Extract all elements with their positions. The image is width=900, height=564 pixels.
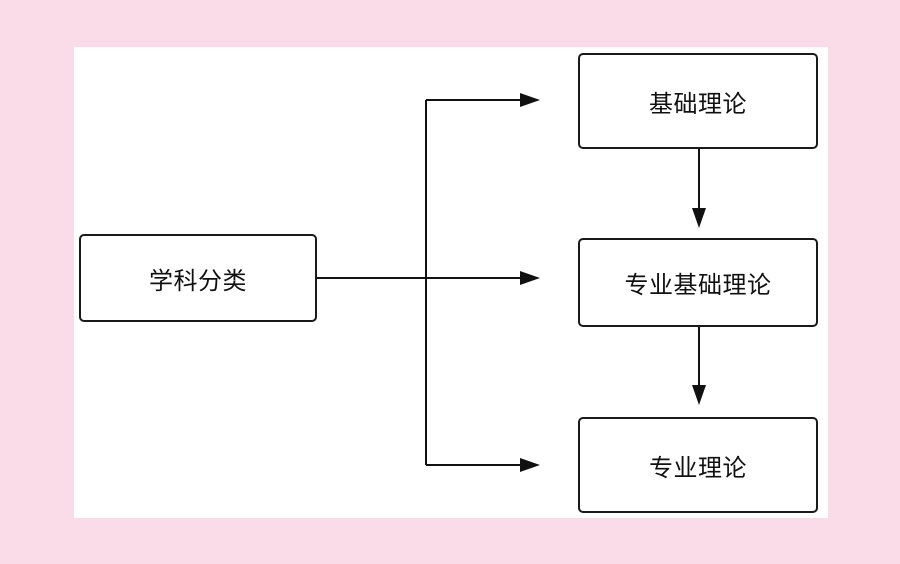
node-professional-basic-theory: 专业基础理论 [578,238,818,327]
node-label-classify: 学科分类 [149,266,247,295]
node-label-pro-basic: 专业基础理论 [624,271,772,299]
node-professional-theory: 专业理论 [578,417,818,513]
node-basic-theory: 基础理论 [578,53,818,149]
node-label-pro: 专业理论 [649,453,747,482]
node-subject-classification: 学科分类 [79,234,317,322]
node-label-basic: 基础理论 [649,89,747,118]
